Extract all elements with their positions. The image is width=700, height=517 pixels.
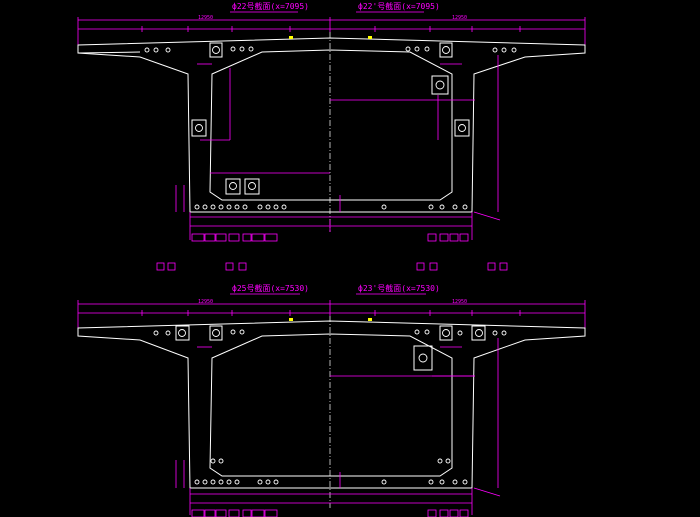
bottom-anchor-boxes (175, 325, 486, 371)
bottom-marker-left (289, 318, 293, 321)
middle-tags (156, 262, 508, 271)
bottom-girder-cell (209, 333, 453, 477)
bottom-girder-outline (77, 320, 586, 489)
bottom-marker-right (368, 318, 372, 321)
top-tendon-holes (144, 46, 517, 210)
top-girder-cell (209, 49, 453, 201)
bottom-left-title: ф25号截面(x=7530) (232, 283, 309, 293)
bottom-dimension-lines (175, 338, 501, 515)
top-section: ф22号截面(x=7095) ф22'号截面(x=7095) 12950 129… (77, 1, 586, 242)
top-anchor-boxes (191, 42, 470, 195)
bottom-rebar-tags (191, 509, 469, 517)
top-rebar-tags (191, 233, 469, 242)
top-left-title: ф22号截面(x=7095) (232, 1, 309, 11)
bottom-overall-right: 12950 (452, 299, 467, 305)
top-marker-right (368, 36, 372, 39)
top-girder-outline (77, 37, 586, 213)
top-marker-left (289, 36, 293, 39)
bottom-right-title: ф23'号截面(x=7530) (358, 283, 440, 293)
top-overall-left: 12950 (198, 15, 213, 21)
top-right-title: ф22'号截面(x=7095) (358, 1, 440, 11)
bottom-tendon-holes (153, 329, 507, 485)
bottom-section: ф25号截面(x=7530) ф23'号截面(x=7530) 12950 129… (77, 283, 586, 517)
top-overall-right: 12950 (452, 15, 467, 21)
top-dimension-lines (175, 55, 501, 240)
bottom-overall-left: 12950 (198, 299, 213, 305)
